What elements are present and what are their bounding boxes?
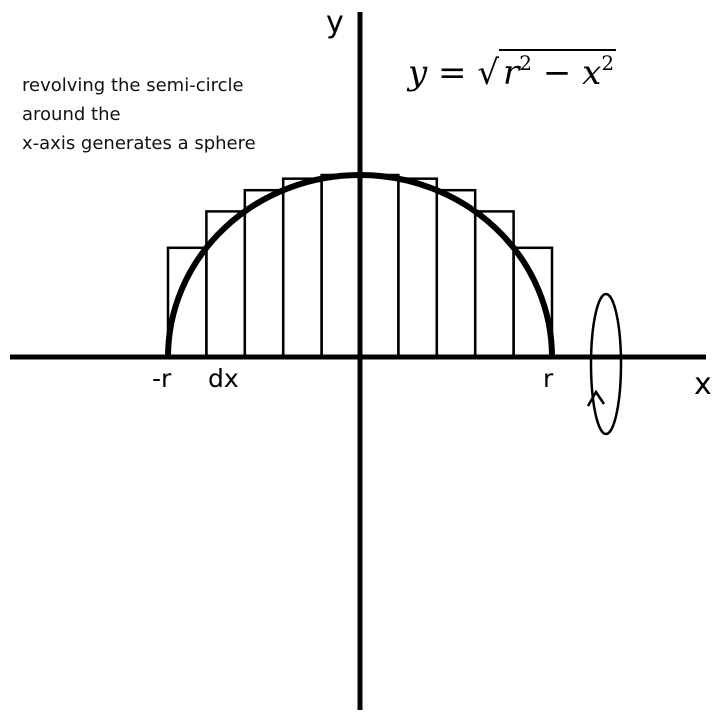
dx-rectangle-5: [320, 173, 362, 359]
description-note: revolving the semi-circle around the x-a…: [22, 71, 302, 158]
dx-rectangle-9: [473, 210, 515, 359]
note-line-1: revolving the semi-circle: [22, 75, 244, 96]
dx-rectangle-8: [435, 188, 477, 359]
eq-x-exp: 2: [601, 51, 615, 75]
tick-label-dx: dx: [208, 364, 239, 393]
tick-label-r: r: [543, 364, 554, 393]
eq-radicand: r2 − x2: [499, 49, 617, 93]
eq-radical: √: [477, 53, 500, 93]
note-line-2: around the: [22, 104, 121, 125]
riemann-rectangles: [166, 173, 554, 359]
note-line-3: x-axis generates a sphere: [22, 133, 256, 154]
y-axis-label: y: [326, 5, 344, 40]
semicircle-curve: [165, 172, 555, 358]
tick-label-neg-r: -r: [152, 364, 172, 393]
dx-rectangle-10: [512, 246, 554, 359]
semicircle-equation: y = √r2 − x2: [408, 49, 617, 93]
dx-rectangle-7: [397, 177, 439, 359]
dx-rectangle-6: [358, 173, 400, 359]
eq-r-exp: 2: [519, 51, 533, 75]
eq-equals: =: [438, 53, 467, 93]
eq-minus: −: [542, 53, 572, 93]
eq-lhs: y: [408, 53, 428, 93]
x-axis-label: x: [694, 367, 712, 402]
dx-rectangle-3: [243, 188, 285, 359]
eq-x: x: [582, 53, 602, 93]
eq-r: r: [503, 53, 520, 93]
rotation-arrow-icon: [586, 292, 623, 436]
dx-rectangle-4: [281, 177, 323, 359]
dx-rectangle-2: [205, 210, 247, 359]
